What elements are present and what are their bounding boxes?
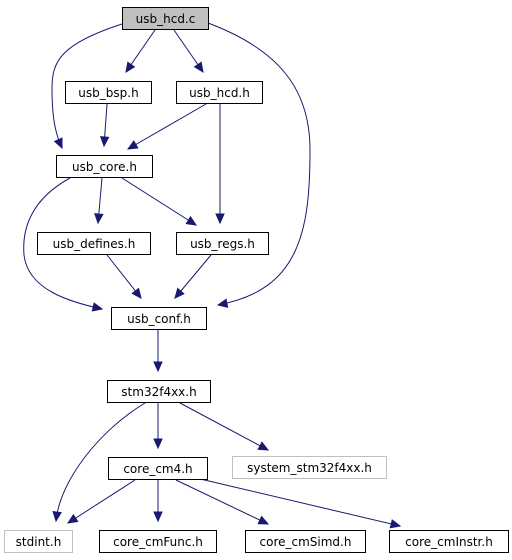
- edge-usb_bsp_h-to-usb_core_h: [99, 103, 110, 148]
- node-label: usb_hcd.c: [136, 12, 196, 26]
- edge-stm32f4xx_h-to-system_stm32f4xx_h: [179, 402, 270, 451]
- edge-arrowhead: [66, 513, 79, 524]
- node-label: stm32f4xx.h: [121, 385, 196, 399]
- edge-core_cm4_h-to-core_cmFunc_h: [153, 480, 163, 523]
- edge-stm32f4xx_h-to-stdint_h: [52, 402, 146, 523]
- edge-line: [67, 479, 136, 524]
- edge-arrowhead: [389, 519, 402, 529]
- node-label: usb_defines.h: [53, 237, 136, 251]
- node-stm32f4xx-h[interactable]: stm32f4xx.h: [107, 380, 211, 403]
- edge-line: [195, 477, 401, 527]
- edge-arrowhead: [257, 515, 270, 525]
- node-box: [99, 530, 217, 553]
- node-label: usb_conf.h: [127, 312, 191, 326]
- edge-arrowhead: [193, 61, 204, 74]
- node-core-cmInstr-h[interactable]: core_cmInstr.h: [389, 530, 509, 553]
- edge-arrowhead: [257, 441, 270, 451]
- edge-usb_core_h-to-usb_regs_h: [121, 177, 198, 226]
- node-usb-conf-h[interactable]: usb_conf.h: [111, 307, 207, 330]
- edge-line: [179, 402, 269, 451]
- node-box: [232, 456, 387, 479]
- node-usb-hcd-h[interactable]: usb_hcd.h: [176, 81, 263, 104]
- edge-usb_core_h-to-usb_conf_h: [23, 177, 104, 312]
- edge-arrowhead: [52, 511, 62, 523]
- edge-line: [51, 23, 123, 149]
- node-system-stm32f4xx-h: system_stm32f4xx.h: [232, 456, 387, 479]
- edge-line: [127, 103, 207, 150]
- edge-usb_hcd_c-to-usb_hcd_h: [173, 29, 204, 74]
- edge-core_cm4_h-to-stdint_h: [66, 479, 136, 524]
- node-usb-core-h[interactable]: usb_core.h: [56, 155, 153, 178]
- node-box: [122, 7, 209, 30]
- edge-arrowhead: [126, 140, 139, 150]
- edge-stm32f4xx_h-to-core_cm4_h: [153, 403, 163, 450]
- node-core-cm4-h[interactable]: core_cm4.h: [108, 457, 208, 480]
- edge-usb_defines_h-to-usb_conf_h: [106, 254, 142, 299]
- edge-line: [175, 479, 269, 525]
- edges-layer: [23, 22, 402, 529]
- node-box: [65, 81, 152, 104]
- edge-arrowhead: [53, 137, 63, 150]
- node-usb-regs-h[interactable]: usb_regs.h: [176, 232, 269, 255]
- edge-usb_core_h-to-usb_defines_h: [94, 177, 104, 225]
- node-label: usb_core.h: [72, 160, 137, 174]
- edge-arrowhead: [131, 287, 142, 299]
- edge-arrowhead: [125, 61, 136, 74]
- edge-arrowhead: [215, 213, 225, 225]
- node-box: [389, 530, 509, 553]
- edge-usb_hcd_c-to-usb_core_h: [51, 23, 123, 150]
- node-box: [56, 155, 153, 178]
- edge-arrowhead: [174, 287, 185, 299]
- edge-arrowhead: [94, 213, 104, 225]
- edge-arrowhead: [153, 511, 163, 523]
- node-label: system_stm32f4xx.h: [247, 461, 372, 475]
- node-usb-defines-h[interactable]: usb_defines.h: [37, 232, 151, 255]
- node-label: usb_bsp.h: [78, 86, 138, 100]
- edge-arrowhead: [99, 136, 110, 148]
- node-box: [176, 232, 269, 255]
- node-label: core_cmSimd.h: [260, 535, 352, 549]
- edge-core_cm4_h-to-core_cmSimd_h: [175, 479, 270, 525]
- node-label: stdint.h: [16, 535, 62, 549]
- node-core-cmSimd-h[interactable]: core_cmSimd.h: [245, 530, 366, 553]
- node-box: [245, 530, 366, 553]
- edge-arrowhead: [216, 298, 229, 308]
- node-box: [108, 457, 208, 480]
- edge-arrowhead: [91, 302, 104, 312]
- edge-arrowhead: [153, 361, 163, 373]
- edge-usb_hcd_h-to-usb_core_h: [126, 103, 207, 150]
- node-box: [111, 307, 207, 330]
- edge-line: [55, 402, 146, 522]
- node-label: usb_hcd.h: [189, 86, 250, 100]
- node-box: [176, 81, 263, 104]
- edge-usb_hcd_h-to-usb_regs_h: [215, 104, 225, 225]
- node-box: [107, 380, 211, 403]
- edge-usb_conf_h-to-stm32f4xx_h: [153, 330, 163, 373]
- node-label: core_cmFunc.h: [113, 535, 203, 549]
- edge-arrowhead: [185, 215, 198, 226]
- node-core-cmFunc-h[interactable]: core_cmFunc.h: [99, 530, 217, 553]
- node-usb-bsp-h[interactable]: usb_bsp.h: [65, 81, 152, 104]
- edge-line: [23, 177, 103, 310]
- nodes-layer: usb_hcd.c usb_bsp.h usb_hcd.h usb_core.husb…: [4, 7, 509, 553]
- edge-core_cm4_h-to-core_cmInstr_h: [195, 477, 402, 529]
- node-box: [37, 232, 151, 255]
- node-label: usb_regs.h: [190, 237, 255, 251]
- node-label: core_cm4.h: [123, 462, 192, 476]
- edge-arrowhead: [153, 438, 163, 450]
- edge-usb_regs_h-to-usb_conf_h: [174, 254, 212, 299]
- node-stdint-h: stdint.h: [4, 530, 73, 553]
- node-usb-hcd-c[interactable]: usb_hcd.c: [122, 7, 209, 30]
- edge-line: [121, 177, 197, 226]
- edge-line: [207, 22, 311, 306]
- node-box: [4, 530, 73, 553]
- node-label: core_cmInstr.h: [405, 535, 493, 549]
- edge-usb_hcd_c-to-usb_conf_h: [207, 22, 311, 308]
- edge-usb_hcd_c-to-usb_bsp_h: [125, 29, 156, 74]
